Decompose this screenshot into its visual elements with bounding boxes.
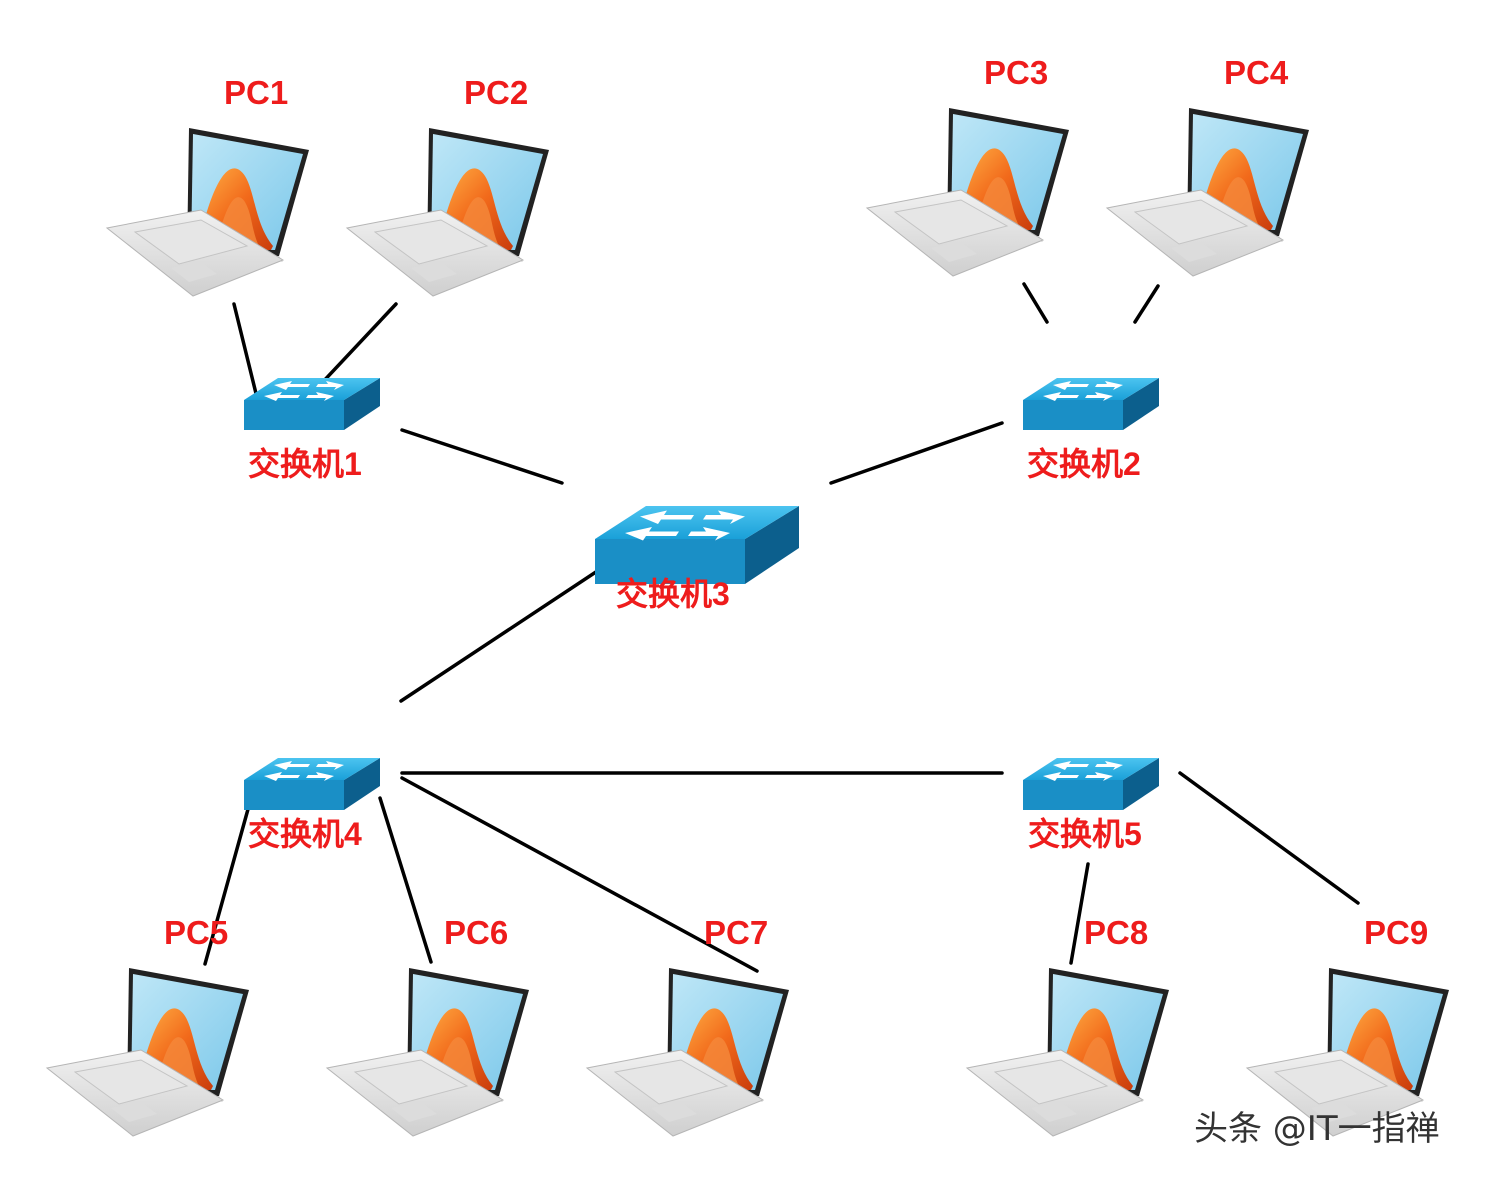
pc-label: PC9 xyxy=(1364,914,1429,951)
link-line xyxy=(1133,284,1160,324)
switch-icon xyxy=(244,758,380,810)
switch-icon xyxy=(1023,758,1159,810)
pc-label: PC6 xyxy=(444,914,509,951)
pc-label: PC3 xyxy=(984,54,1049,91)
laptop-icon xyxy=(866,107,1070,277)
link-line xyxy=(400,776,759,973)
link-line xyxy=(829,421,1004,485)
pc-label: PC8 xyxy=(1084,914,1149,951)
link-line xyxy=(399,556,619,703)
pc-label: PC1 xyxy=(224,74,289,111)
switch-label: 交换机1 xyxy=(248,446,362,482)
watermark: 头条 @IT一指禅 xyxy=(1194,1109,1440,1149)
laptop-icon xyxy=(1106,107,1310,277)
connection-links xyxy=(203,282,1360,973)
switch-label: 交换机2 xyxy=(1027,446,1141,482)
link-line xyxy=(1069,862,1090,965)
network-nodes xyxy=(46,107,1450,1137)
switch-label: 交换机4 xyxy=(248,816,362,852)
switch-icon xyxy=(1023,378,1159,430)
pc-label: PC7 xyxy=(704,914,769,951)
laptop-icon xyxy=(966,967,1170,1137)
link-line xyxy=(1022,282,1049,324)
switch-icon xyxy=(244,378,380,430)
link-line xyxy=(378,796,433,964)
link-line xyxy=(400,428,564,485)
switch-label: 交换机5 xyxy=(1028,816,1142,852)
switch-label: 交换机3 xyxy=(616,576,730,612)
laptop-icon xyxy=(346,127,550,297)
laptop-icon xyxy=(46,967,250,1137)
pc-label: PC5 xyxy=(164,914,229,951)
pc-label: PC2 xyxy=(464,74,529,111)
laptop-icon xyxy=(326,967,530,1137)
link-line xyxy=(1178,771,1360,905)
link-line xyxy=(203,800,252,966)
switch-icon xyxy=(595,506,799,584)
laptop-icon xyxy=(106,127,310,297)
pc-label: PC4 xyxy=(1224,54,1289,91)
laptop-icon xyxy=(586,967,790,1137)
